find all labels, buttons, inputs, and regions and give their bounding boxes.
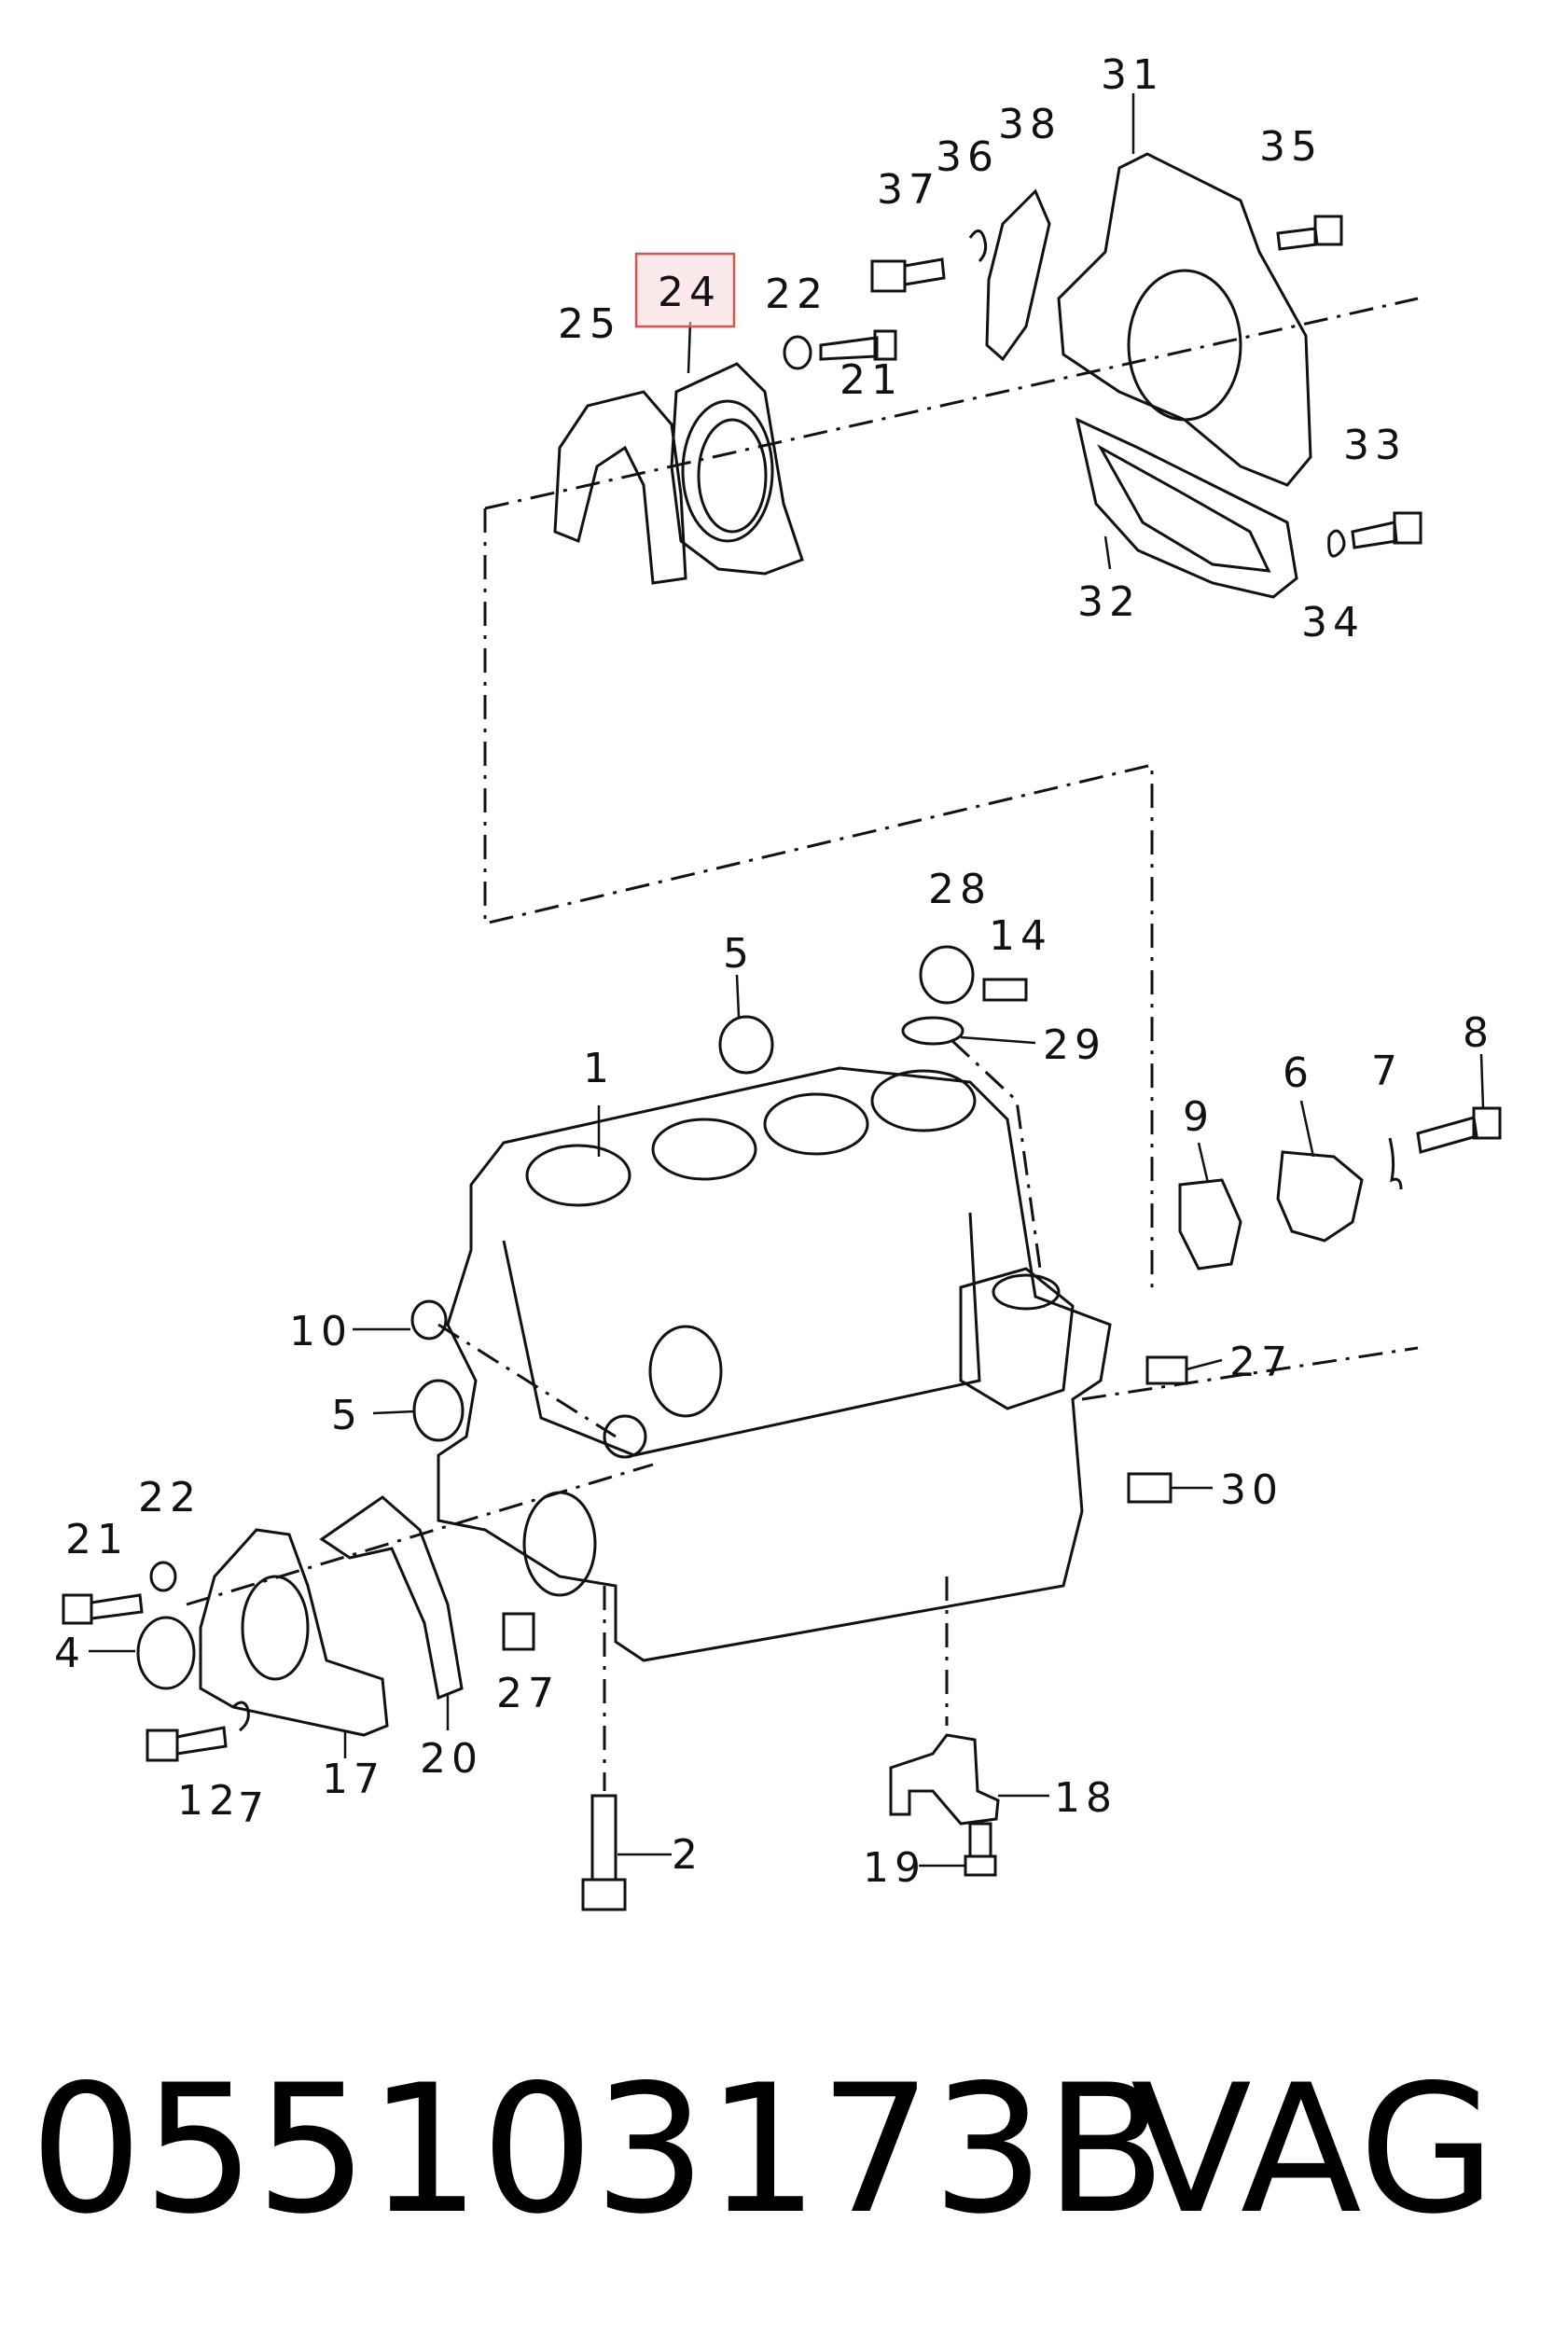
footer: 055103173B VAG: [30, 2047, 1496, 2253]
rear-cover: [1057, 152, 1312, 487]
gasket-rear: [553, 390, 687, 585]
leader-9: [1197, 1142, 1210, 1184]
callout-22-top: 22: [765, 271, 828, 318]
leader-24: [687, 321, 692, 374]
callout-9: 9: [1183, 1093, 1214, 1141]
washer-22-top: [783, 335, 812, 370]
callout-25: 25: [558, 300, 621, 348]
plug-5-top: [718, 1015, 774, 1075]
callout-28: 28: [928, 866, 992, 913]
bolt-35: [1276, 215, 1343, 251]
callout-33: 33: [1343, 422, 1407, 469]
callout-5-top: 5: [723, 930, 755, 978]
callout-21-left: 21: [65, 1516, 129, 1563]
callout-38: 38: [998, 101, 1062, 148]
oil-pipe-bracket-18: [889, 1733, 1000, 1826]
callout-1: 1: [583, 1045, 615, 1092]
callout-24: 24: [658, 269, 721, 316]
assembly-line-left: [483, 508, 1154, 1297]
plug-10: [410, 1299, 448, 1340]
callout-7-left: 7: [238, 1785, 270, 1832]
bolt-12: [146, 1726, 228, 1762]
gasket-20: [319, 1495, 464, 1701]
callout-10: 10: [289, 1308, 353, 1355]
leader-27a: [1186, 1358, 1223, 1371]
part-number: 055103173B: [30, 2047, 1166, 2253]
callout-29: 29: [1043, 1021, 1106, 1069]
clip-36: [968, 229, 988, 263]
dowel-27-left: [502, 1612, 535, 1651]
seal-29: [901, 1016, 964, 1046]
callout-2: 2: [672, 1831, 703, 1879]
callout-18: 18: [1054, 1774, 1117, 1822]
callout-12: 12: [177, 1777, 241, 1825]
bolt-21-top: [819, 329, 897, 361]
dowel-30: [1127, 1472, 1173, 1504]
callout-17: 17: [322, 1756, 385, 1803]
callout-34: 34: [1301, 599, 1365, 646]
cover-plate-6: [1276, 1150, 1364, 1243]
bolt-19: [964, 1822, 997, 1877]
callout-8: 8: [1463, 1009, 1494, 1057]
assembly-line-front: [437, 1323, 617, 1438]
dowel-27-right: [1145, 1355, 1188, 1385]
plug-28: [919, 945, 975, 1005]
callout-5-left: 5: [331, 1392, 363, 1439]
leader-8: [1479, 1053, 1485, 1109]
leader-5b: [372, 1410, 416, 1415]
callout-22-left: 22: [138, 1474, 201, 1521]
bolt-8: [1416, 1106, 1502, 1154]
assembly-line-center: [950, 1038, 1042, 1270]
callout-32: 32: [1077, 578, 1141, 626]
callout-37: 37: [877, 166, 940, 214]
callout-19: 19: [863, 1844, 926, 1892]
dowel-14: [982, 978, 1028, 1002]
callout-21-top: 21: [840, 356, 903, 404]
callout-36: 36: [936, 133, 999, 181]
clip-7-left: [231, 1701, 250, 1732]
washer-22-left: [149, 1561, 177, 1592]
assembly-line-right: [1081, 1346, 1419, 1401]
leader-29: [960, 1035, 1036, 1045]
highlight-box-24: [634, 252, 736, 328]
bolt-21-left: [62, 1593, 144, 1625]
front-seal-flange: [199, 1528, 389, 1737]
bolt-37: [870, 257, 946, 293]
leader-32: [1103, 535, 1112, 570]
callout-30: 30: [1220, 1466, 1284, 1514]
leader-5a: [735, 974, 741, 1018]
cylinder-block: [437, 1066, 1112, 1662]
callout-31: 31: [1101, 51, 1164, 99]
rear-cover-gasket: [1075, 417, 1298, 599]
callout-27-right: 27: [1229, 1339, 1293, 1386]
callout-27-left: 27: [496, 1670, 560, 1717]
brand-label: VAG: [1131, 2047, 1496, 2253]
callout-4: 4: [54, 1630, 86, 1677]
callout-20: 20: [420, 1735, 483, 1783]
seal-flange-rear: [670, 362, 804, 576]
assembly-line-bottom-left: [186, 1463, 654, 1606]
plug-5-left: [412, 1379, 465, 1442]
bolt-33: [1351, 511, 1422, 549]
engine-block-exploded-diagram: 1 2 4 5 5 6 7 7 8 9 10 12 14 17 18 19 20…: [54, 51, 1502, 1911]
bracket: [985, 188, 1051, 362]
clip-34: [1327, 529, 1346, 558]
callout-6: 6: [1283, 1049, 1314, 1097]
oil-seal-4: [136, 1616, 196, 1690]
assembly-line-top: [484, 297, 1419, 510]
clip-7-right: [1388, 1137, 1403, 1190]
callout-14: 14: [989, 912, 1052, 960]
bolt-2: [581, 1794, 627, 1911]
gasket-9: [1178, 1178, 1242, 1271]
callout-7-right: 7: [1371, 1048, 1403, 1095]
leader-6: [1299, 1100, 1315, 1158]
callout-35: 35: [1259, 123, 1323, 171]
